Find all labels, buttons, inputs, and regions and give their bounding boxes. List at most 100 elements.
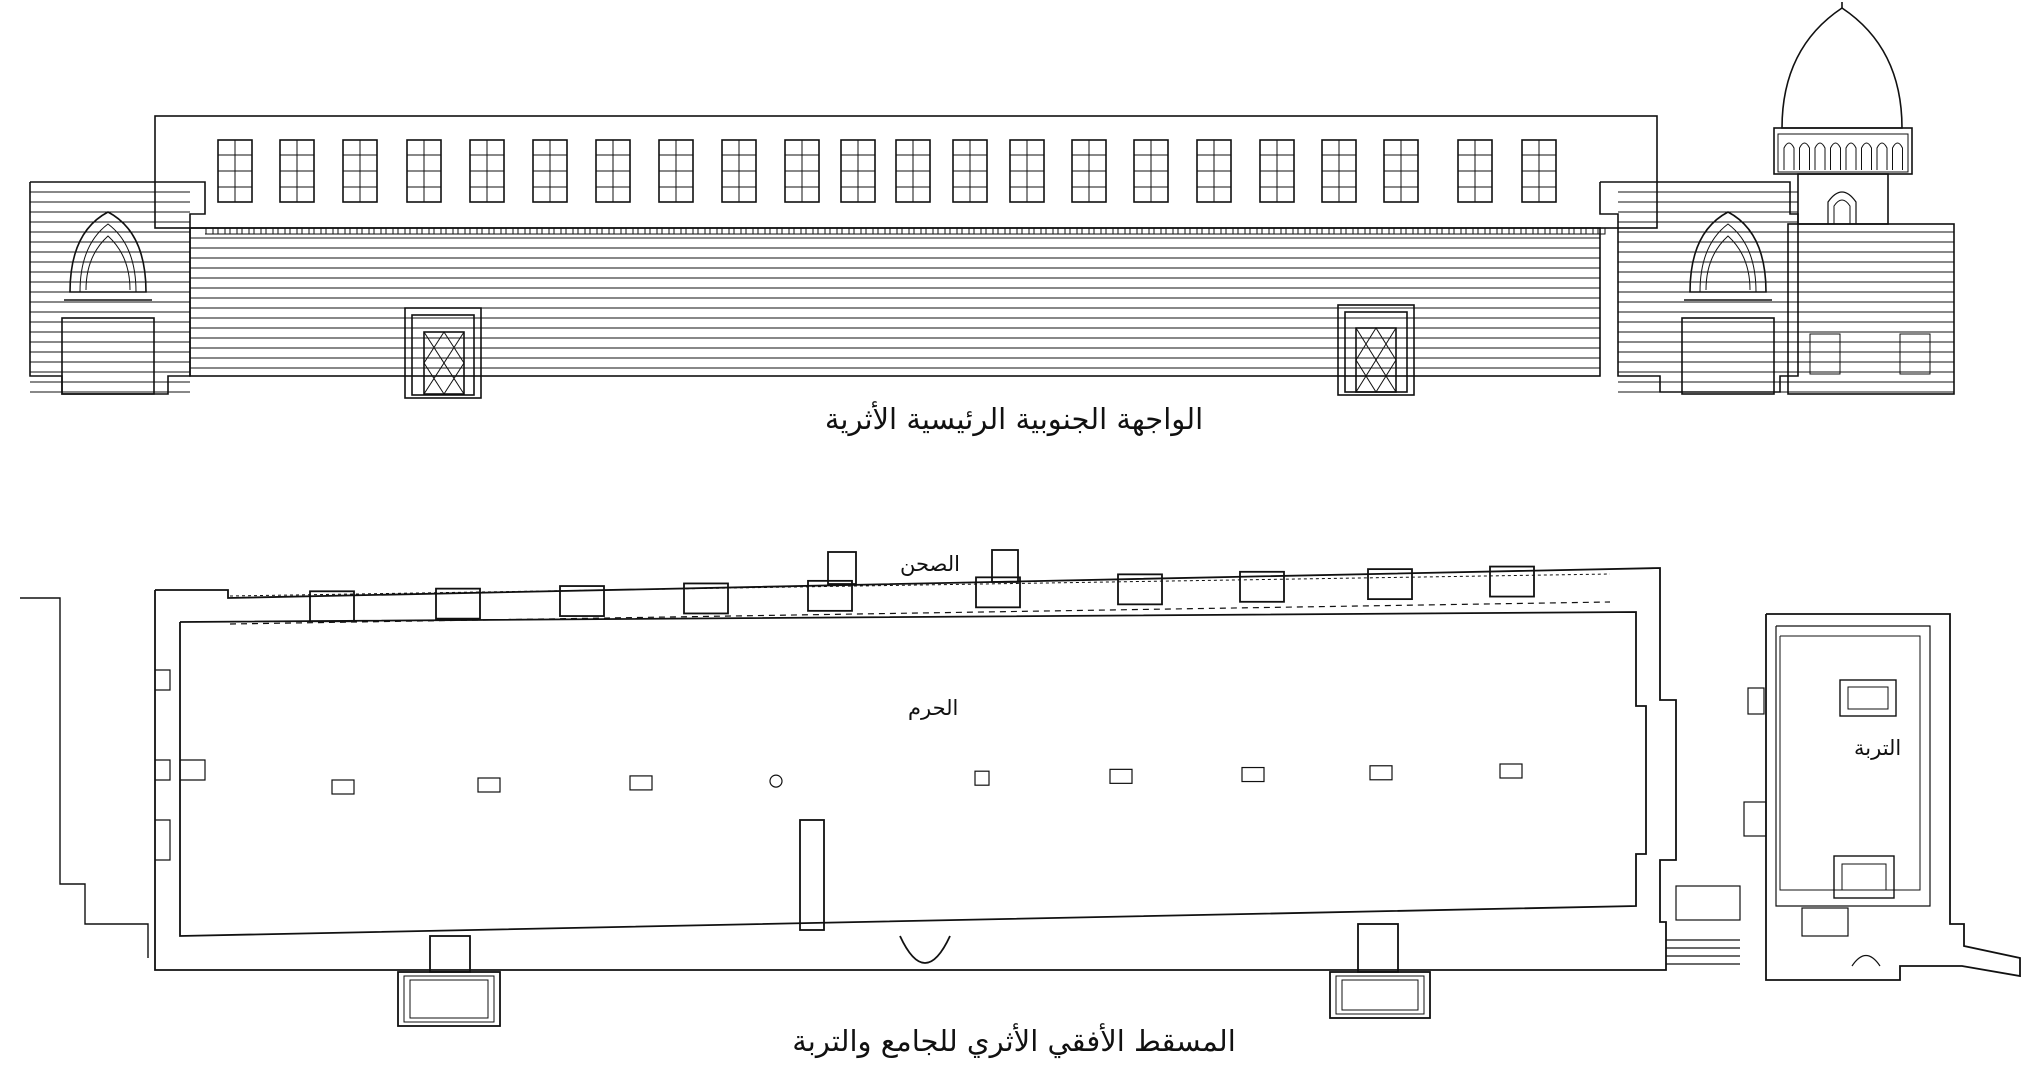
- floor-plan: [20, 549, 2021, 1027]
- plan-title: المسقط الأفقي الأثري للجامع والتربة: [792, 1024, 1236, 1058]
- dentil: [1549, 227, 1558, 235]
- mihrab: [899, 935, 951, 964]
- dentil: [793, 227, 802, 235]
- dentil: [817, 227, 826, 235]
- adjacent-wall: [20, 597, 149, 958]
- window: [1133, 139, 1169, 203]
- dentil: [265, 227, 274, 235]
- dentil: [661, 227, 670, 235]
- dentil: [1321, 227, 1330, 235]
- dentil: [1141, 227, 1150, 235]
- dentil: [517, 227, 526, 235]
- elevation-body-outline: [29, 181, 206, 395]
- column: [1241, 766, 1265, 783]
- sanctuary-inner-wall: [179, 611, 1647, 937]
- dentil: [949, 227, 958, 235]
- door-left: [404, 307, 482, 399]
- arcade-pier: [559, 585, 605, 617]
- minbar: [799, 819, 825, 931]
- window: [1383, 139, 1419, 203]
- window: [1521, 139, 1557, 203]
- dentil: [373, 227, 382, 235]
- dentil: [301, 227, 310, 235]
- entrance-left: [397, 935, 501, 1027]
- dentil: [1105, 227, 1114, 235]
- arcade-pier: [975, 576, 1021, 609]
- window: [784, 139, 820, 203]
- dentil: [1009, 227, 1018, 235]
- window: [279, 139, 315, 203]
- dentil: [433, 227, 442, 235]
- dentil: [325, 227, 334, 235]
- dentil: [841, 227, 850, 235]
- dentil: [1453, 227, 1462, 235]
- tomb-complex: [1743, 613, 2021, 981]
- dentil: [1273, 227, 1282, 235]
- dentil: [229, 227, 238, 235]
- dentil: [1225, 227, 1234, 235]
- arcade-pier: [683, 582, 729, 615]
- dentil: [397, 227, 406, 235]
- dentil: [1297, 227, 1306, 235]
- dentil: [1465, 227, 1474, 235]
- dome-window: [1799, 142, 1810, 170]
- window: [895, 139, 931, 203]
- dentil: [1165, 227, 1174, 235]
- dentil: [1441, 227, 1450, 235]
- courtyard-label: الصحن: [900, 552, 960, 576]
- entrance-right: [1329, 923, 1431, 1019]
- arcade-pier: [1489, 565, 1535, 598]
- column: [629, 775, 653, 791]
- door-right: [1337, 304, 1415, 396]
- dentil: [901, 227, 910, 235]
- dentil: [1093, 227, 1102, 235]
- dentil: [721, 227, 730, 235]
- dentil: [1417, 227, 1426, 235]
- window: [1071, 139, 1107, 203]
- dentil: [277, 227, 286, 235]
- dentil: [961, 227, 970, 235]
- dentil: [853, 227, 862, 235]
- dentil: [445, 227, 454, 235]
- tomb-label: التربة: [1854, 736, 1902, 760]
- dentil: [1333, 227, 1342, 235]
- dentil: [913, 227, 922, 235]
- window: [1259, 139, 1295, 203]
- south-elevation: [29, 2, 1955, 399]
- dentil: [1405, 227, 1414, 235]
- dentil: [481, 227, 490, 235]
- column: [1499, 763, 1523, 779]
- dentil: [241, 227, 250, 235]
- window: [1196, 139, 1232, 203]
- window: [469, 139, 505, 203]
- column: [769, 774, 783, 788]
- tomb-dome: [1773, 2, 1955, 395]
- window: [217, 139, 253, 203]
- dentil: [1309, 227, 1318, 235]
- dentil: [253, 227, 262, 235]
- dentil: [1249, 227, 1258, 235]
- arcade-pier: [435, 587, 481, 620]
- dome-window: [1783, 142, 1795, 170]
- sanctuary-label: الحرم: [908, 696, 959, 720]
- dentil: [1369, 227, 1378, 235]
- window: [721, 139, 757, 203]
- dentil: [385, 227, 394, 235]
- dentil: [829, 227, 838, 235]
- dentil: [997, 227, 1006, 235]
- dome-window: [1861, 142, 1872, 170]
- dentil: [877, 227, 886, 235]
- dentil: [1429, 227, 1438, 235]
- elevation-body-outline-right: [1599, 181, 1799, 393]
- window: [1457, 139, 1493, 203]
- arcade-pier: [1239, 570, 1285, 603]
- column: [1109, 768, 1133, 784]
- mosque-outer-wall: [154, 567, 1677, 971]
- dentil: [289, 227, 298, 235]
- dentil: [1573, 227, 1582, 235]
- column: [974, 770, 990, 786]
- dentil: [565, 227, 574, 235]
- dentil: [1213, 227, 1222, 235]
- dentil: [1057, 227, 1066, 235]
- dentil: [469, 227, 478, 235]
